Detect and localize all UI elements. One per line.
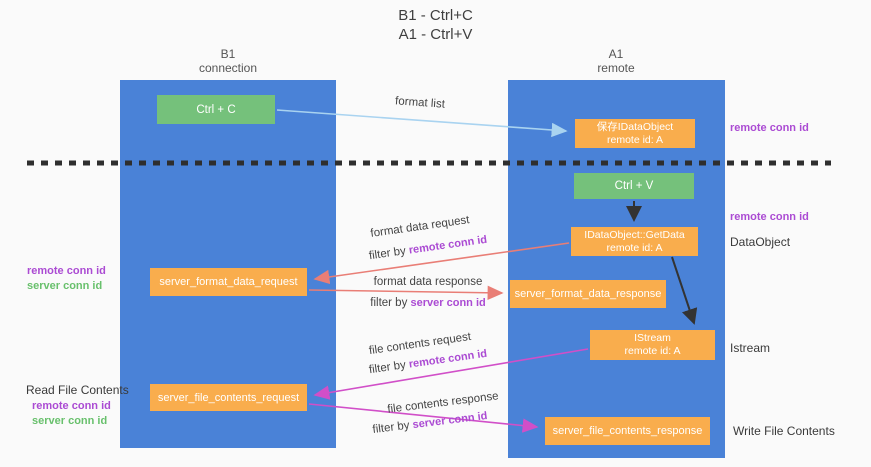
annotation-istream: Istream — [730, 341, 771, 355]
node-server-file-contents-request: server_file_contents_request — [150, 384, 307, 411]
getdata-remote-id: remote id: A — [606, 241, 663, 254]
filter-by-text: filter by — [368, 358, 410, 377]
annotation-dataobject: DataObject — [730, 235, 791, 249]
annotation-read-file-contents: Read File Contents — [26, 383, 129, 397]
remote-conn-id-key: remote conn id — [408, 347, 488, 371]
arrow-format-data-response — [308, 285, 504, 300]
label-format-data-request: format data request — [369, 214, 471, 240]
server-format-data-request-label: server_format_data_request — [159, 276, 298, 288]
server-file-contents-request-label: server_file_contents_request — [157, 391, 300, 404]
server-format-data-response-label: server_format_data_response — [514, 288, 662, 300]
istream-remote-id: remote id: A — [624, 345, 681, 357]
node-server-file-contents-response: server_file_contents_response — [545, 417, 710, 445]
label-filter-remote-conn-id-1: filter by remote conn id — [368, 234, 488, 262]
node-server-format-data-request: server_format_data_request — [150, 268, 307, 296]
title-line-1: B1 - Ctrl+C — [398, 7, 473, 24]
filter-by-text: filter by — [368, 244, 410, 263]
save-idataobject-remote-id: remote id: A — [606, 133, 664, 146]
label-filter-server-conn-id-1: filter by server conn id — [370, 297, 485, 309]
getdata-title: IDataObject::GetData — [584, 228, 685, 241]
istream-title: IStream — [634, 332, 671, 344]
annotation-left-remote-conn-id-2: remote conn id — [32, 400, 111, 412]
diagram-title: B1 - Ctrl+C A1 - Ctrl+V — [0, 6, 871, 44]
filter-by-text: filter by — [370, 297, 411, 309]
lane-header-b1: B1 connection — [160, 47, 296, 75]
server-conn-id-key: server conn id — [410, 297, 486, 309]
ctrl-c-label: Ctrl + C — [196, 103, 236, 116]
node-server-format-data-response: server_format_data_response — [510, 280, 666, 308]
lane-b1-title: B1 — [220, 47, 236, 61]
node-save-idataobject: 保存IDataObject remote id: A — [575, 119, 695, 148]
lane-a1-title: A1 — [608, 47, 624, 61]
label-format-list: format list — [394, 95, 446, 111]
server-conn-id-key: server conn id — [411, 410, 489, 432]
node-ctrl-c: Ctrl + C — [157, 95, 275, 124]
annotation-left-server-conn-id-2: server conn id — [32, 415, 108, 427]
annotation-left-server-conn-id-1: server conn id — [27, 280, 103, 292]
server-file-contents-response-label: server_file_contents_response — [552, 425, 703, 437]
filter-by-text: filter by — [371, 419, 414, 436]
save-idataobject-title: 保存IDataObject — [596, 120, 674, 133]
annotation-write-file-contents: Write File Contents — [733, 424, 835, 438]
annotation-left-remote-conn-id-1: remote conn id — [27, 265, 106, 277]
node-istream: IStream remote id: A — [590, 330, 715, 360]
lane-a1-subtitle: remote — [597, 61, 635, 75]
node-ctrl-v: Ctrl + V — [574, 173, 694, 199]
lane-b1-subtitle: connection — [198, 61, 258, 75]
ctrl-v-label: Ctrl + V — [614, 180, 654, 192]
lane-header-a1: A1 remote — [548, 47, 684, 75]
label-format-data-response: format data response — [373, 276, 483, 288]
node-idataobject-getdata: IDataObject::GetData remote id: A — [571, 227, 698, 256]
remote-conn-id-key: remote conn id — [408, 233, 488, 257]
annotation-remote-conn-id-top: remote conn id — [730, 122, 809, 134]
annotation-remote-conn-id-mid: remote conn id — [730, 211, 809, 223]
title-line-2: A1 - Ctrl+V — [398, 26, 473, 43]
